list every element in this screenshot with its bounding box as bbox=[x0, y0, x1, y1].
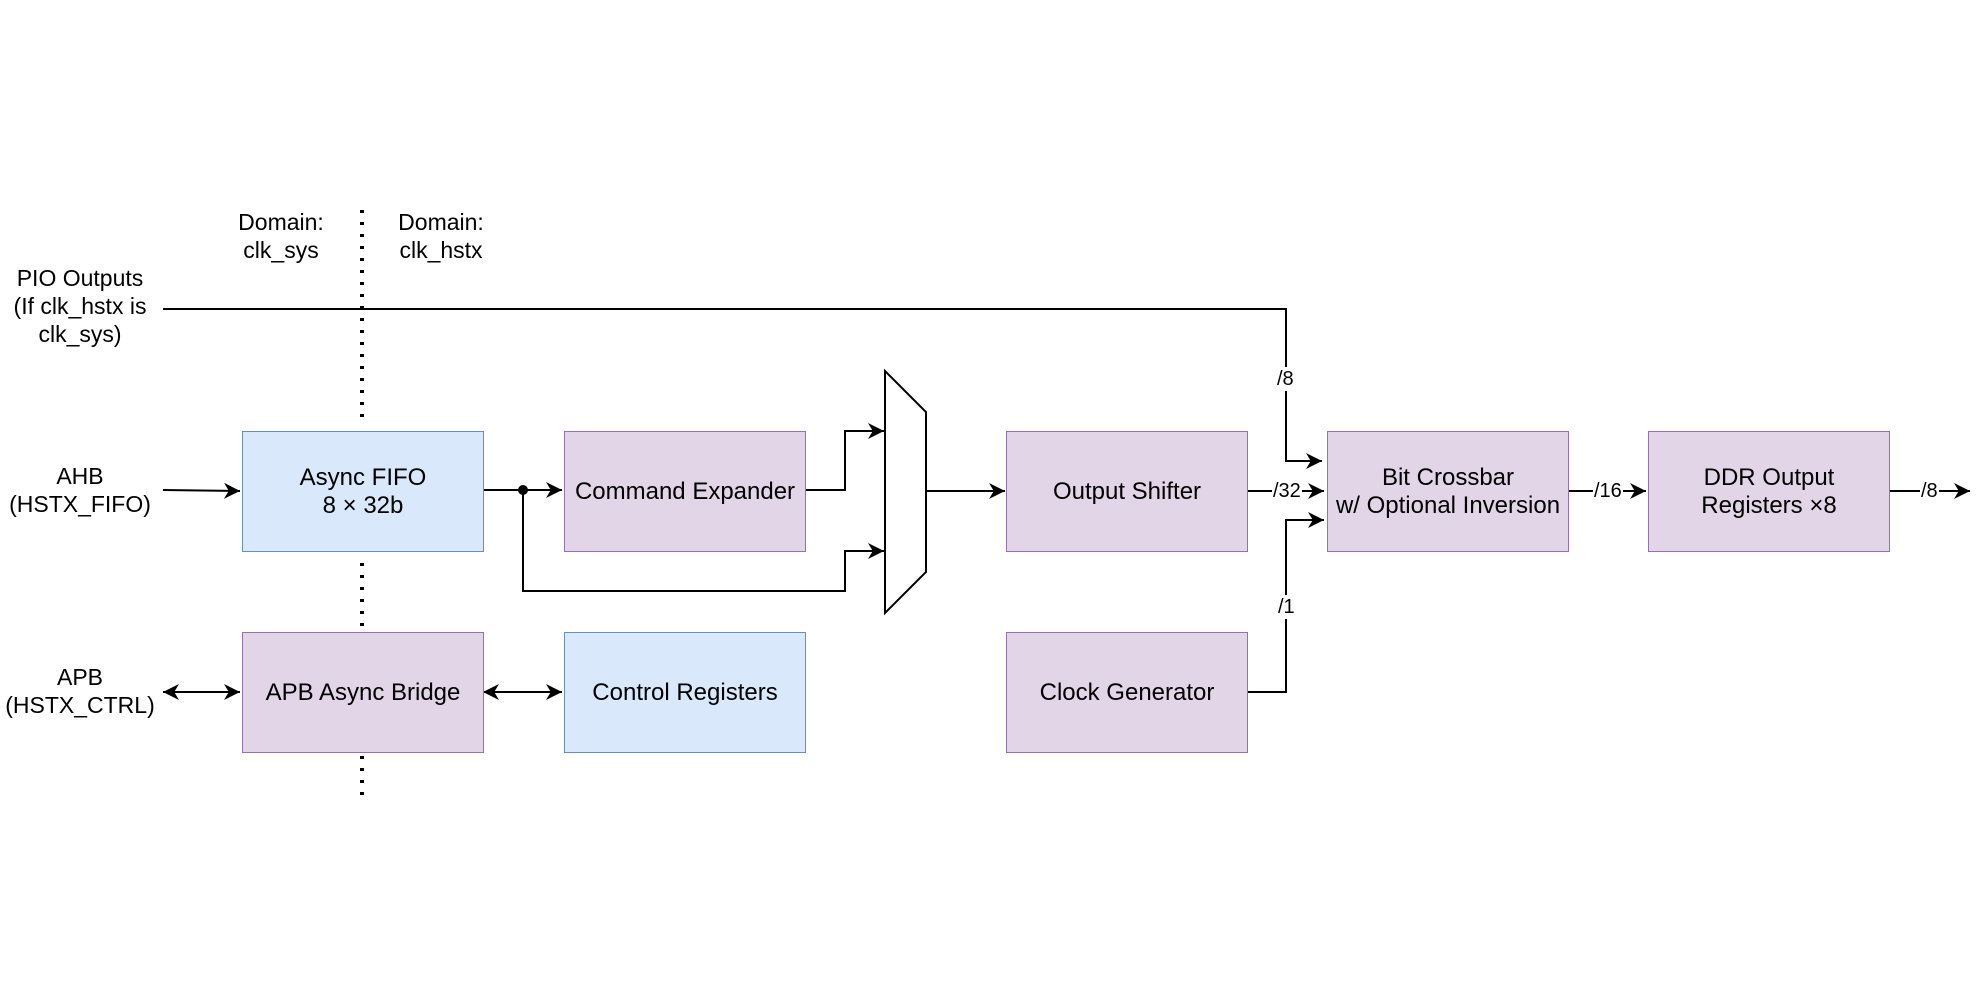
clock-generator-block: Clock Generator bbox=[1006, 632, 1248, 753]
domain-label-clk-hstx: Domain: clk_hstx bbox=[398, 209, 484, 263]
pio-outputs-label: PIO Outputs (If clk_hstx is clk_sys) bbox=[13, 265, 147, 347]
clock-bus-width-label: /1 bbox=[1277, 595, 1296, 619]
apb-input-label: APB (HSTX_CTRL) bbox=[5, 664, 155, 718]
bit-crossbar-block: Bit Crossbar w/ Optional Inversion bbox=[1327, 431, 1569, 552]
ddr-output-registers-block: DDR Output Registers ×8 bbox=[1648, 431, 1890, 552]
crossbar-bus-width-label: /16 bbox=[1593, 479, 1623, 503]
output-shifter-block: Output Shifter bbox=[1006, 431, 1248, 552]
command-expander-block: Command Expander bbox=[564, 431, 806, 552]
fifo-bypass-to-mux-arrow bbox=[522, 490, 884, 592]
multiplexer bbox=[884, 368, 927, 616]
output-bus-width-label: /8 bbox=[1920, 479, 1939, 503]
async-fifo-block: Async FIFO 8 × 32b bbox=[242, 431, 484, 552]
domain-label-clk-sys: Domain: clk_sys bbox=[238, 209, 324, 263]
apb-async-bridge-block: APB Async Bridge bbox=[242, 632, 484, 753]
ahb-to-fifo-arrow bbox=[162, 482, 241, 499]
ahb-input-label: AHB (HSTX_FIFO) bbox=[9, 463, 151, 517]
control-registers-block: Control Registers bbox=[564, 632, 806, 753]
pio-bus-width-label: /8 bbox=[1276, 367, 1295, 391]
expander-to-mux-arrow bbox=[805, 423, 884, 491]
shifter-bus-width-label: /32 bbox=[1272, 479, 1302, 503]
